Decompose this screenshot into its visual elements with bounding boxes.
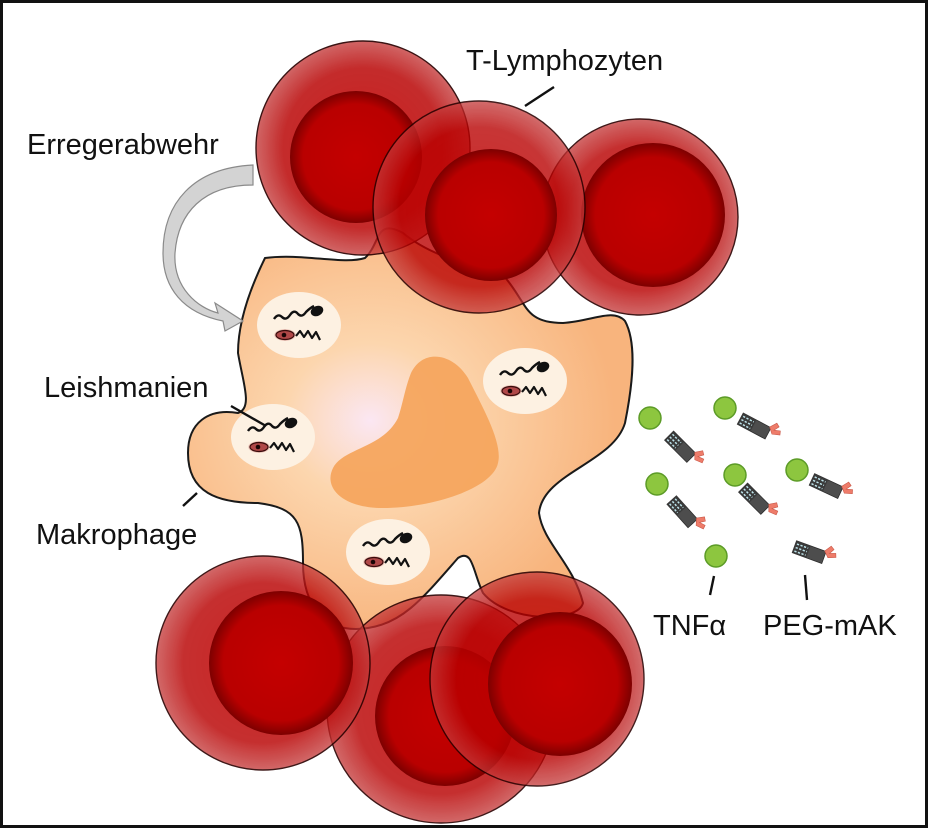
tnf-antibody-complex — [713, 396, 785, 446]
tnf-molecule — [704, 544, 728, 568]
leishmania-parasite — [344, 517, 432, 587]
t-lymphocytes-bottom — [155, 555, 645, 824]
pathogen-defense-arrow — [162, 164, 254, 332]
t-lymphocytes-top — [255, 40, 739, 316]
tnf-antibody-complex — [785, 458, 857, 504]
macrophage-label: Makrophage — [36, 519, 197, 551]
t-lymphocyte — [372, 100, 586, 314]
t-lymphocyte — [429, 571, 645, 787]
macrophage-leader — [182, 492, 198, 507]
pathogen-defense-label: Erregerabwehr — [27, 129, 219, 161]
immune-diagram: T-Lymphozyten Erregerabwehr Leishmanien … — [27, 40, 897, 824]
peg-antibody — [791, 533, 840, 569]
tnf-antibody-complex — [645, 472, 711, 537]
peg-mab-label: PEG-mAK — [763, 610, 897, 642]
antibody-leader — [803, 574, 809, 601]
macrophage-nucleus — [330, 356, 499, 508]
tnf-antibody-complex — [638, 406, 710, 472]
tnf-label: TNFα — [653, 610, 726, 642]
tnf-leader — [708, 575, 716, 596]
t-lymphocyte — [155, 555, 371, 771]
tnf-antibody-complex — [723, 463, 784, 524]
leishmania-leader — [230, 404, 267, 428]
leishmania-parasite — [481, 346, 569, 416]
leishmania-label: Leishmanien — [44, 372, 208, 404]
t-lymphocytes-leader — [524, 85, 555, 108]
tnf-antibody-complexes — [638, 396, 857, 537]
t-lymphocytes-label: T-Lymphozyten — [466, 45, 663, 77]
leishmania-parasite — [255, 290, 343, 360]
t-lymphocyte — [541, 118, 739, 316]
